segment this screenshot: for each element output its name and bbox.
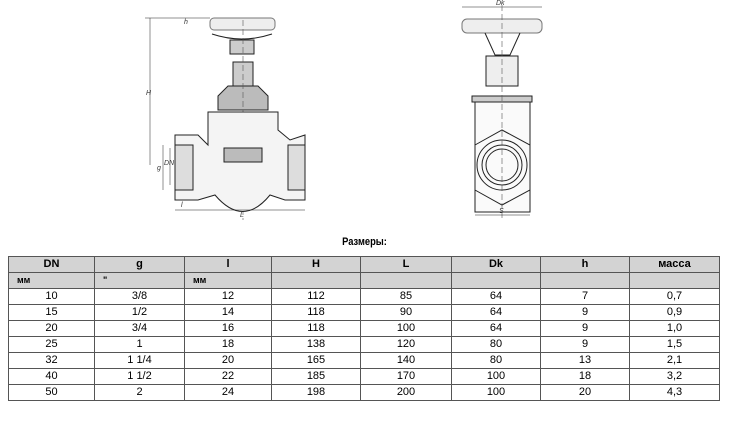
table-row-cell: 1 (94, 336, 185, 353)
dim-label-DN: DN (164, 160, 175, 167)
table-row-cell: 18 (184, 336, 272, 353)
dim-label-g: g (157, 165, 161, 172)
header-row-cell: l (184, 256, 272, 273)
table-row-cell: 9 (540, 304, 630, 321)
dim-label-S: S (499, 208, 504, 215)
table-row-cell: 2 (94, 384, 185, 401)
table-row-cell: 170 (360, 368, 452, 385)
table-row-cell: 138 (271, 336, 361, 353)
dim-label-H: H (146, 90, 152, 97)
dim-label-L: L (240, 212, 244, 219)
table-row-cell: 25 (8, 336, 95, 353)
table-row-cell: 3,2 (629, 368, 720, 385)
header-row-cell: H (271, 256, 361, 273)
table-row-cell: 100 (451, 368, 541, 385)
dim-label-h: h (184, 19, 188, 26)
table-row-cell: 0,7 (629, 288, 720, 305)
table-row-cell: 20 (540, 384, 630, 401)
valve-side-view (461, 5, 543, 220)
valve-technical-drawing: H h g DN l L Dk S (145, 0, 543, 220)
table-row-cell: 50 (8, 384, 95, 401)
table-row-cell: 100 (451, 384, 541, 401)
table-row-cell: 120 (360, 336, 452, 353)
table-row-cell: 7 (540, 288, 630, 305)
table-row-cell: 198 (271, 384, 361, 401)
table-row-cell: 20 (8, 320, 95, 337)
table-row-cell: 10 (8, 288, 95, 305)
header-row-cell: L (360, 256, 452, 273)
units-row-cell (360, 272, 452, 289)
table-row-cell: 165 (271, 352, 361, 369)
units-row-cell: мм (8, 272, 95, 289)
table-row-cell: 1,0 (629, 320, 720, 337)
table-row-cell: 140 (360, 352, 452, 369)
units-row-cell: мм (184, 272, 272, 289)
dim-label-Dk: Dk (496, 0, 505, 7)
table-row-cell: 85 (360, 288, 452, 305)
table-row-cell: 32 (8, 352, 95, 369)
units-row-cell (540, 272, 630, 289)
header-row-cell: g (94, 256, 185, 273)
table-row-cell: 80 (451, 336, 541, 353)
table-row-cell: 3/4 (94, 320, 185, 337)
table-row-cell: 118 (271, 304, 361, 321)
units-row-cell (451, 272, 541, 289)
table-row-cell: 200 (360, 384, 452, 401)
table-row-cell: 185 (271, 368, 361, 385)
table-row-cell: 64 (451, 320, 541, 337)
table-row-cell: 80 (451, 352, 541, 369)
table-row-cell: 18 (540, 368, 630, 385)
table-row-cell: 9 (540, 320, 630, 337)
table-row-cell: 22 (184, 368, 272, 385)
table-row-cell: 90 (360, 304, 452, 321)
table-row-cell: 2,1 (629, 352, 720, 369)
table-row-cell: 64 (451, 288, 541, 305)
table-row-cell: 20 (184, 352, 272, 369)
table-row-cell: 4,3 (629, 384, 720, 401)
table-row-cell: 16 (184, 320, 272, 337)
table-row-cell: 40 (8, 368, 95, 385)
table-row-cell: 1,5 (629, 336, 720, 353)
dim-label-l: l (181, 202, 183, 209)
table-row-cell: 112 (271, 288, 361, 305)
header-row-cell: масса (629, 256, 720, 273)
table-row-cell: 118 (271, 320, 361, 337)
table-row-cell: 14 (184, 304, 272, 321)
valve-section-view (145, 17, 306, 220)
table-row-cell: 9 (540, 336, 630, 353)
header-row-cell: h (540, 256, 630, 273)
header-row-cell: DN (8, 256, 95, 273)
units-row: мм"мм (8, 272, 720, 289)
table-row-cell: 13 (540, 352, 630, 369)
table-row-cell: 3/8 (94, 288, 185, 305)
units-row-cell: " (94, 272, 185, 289)
table-row-cell: 15 (8, 304, 95, 321)
table-row-cell: 0,9 (629, 304, 720, 321)
table-row-cell: 24 (184, 384, 272, 401)
table-row-cell: 64 (451, 304, 541, 321)
table-title: Размеры: (342, 236, 387, 248)
header-row-cell: Dk (451, 256, 541, 273)
table-row-cell: 100 (360, 320, 452, 337)
units-row-cell (271, 272, 361, 289)
table-row-cell: 1 1/2 (94, 368, 185, 385)
table-row-cell: 1 1/4 (94, 352, 185, 369)
table-row-cell: 1/2 (94, 304, 185, 321)
table-row-cell: 12 (184, 288, 272, 305)
units-row-cell (629, 272, 720, 289)
